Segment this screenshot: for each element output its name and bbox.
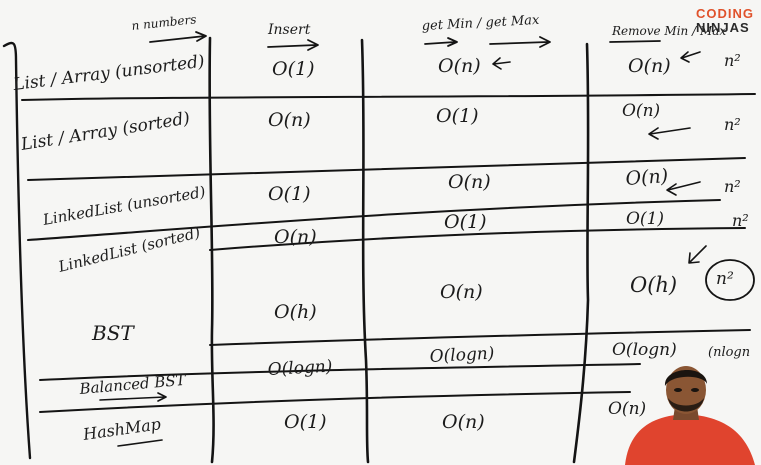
column-divider-2 — [360, 38, 370, 464]
presenter-figure — [625, 366, 755, 465]
remove-header: Remove Min / Max — [611, 24, 726, 38]
brand-logo: CODING NINJAS — [696, 6, 758, 36]
arrow-getmax-icon — [489, 36, 551, 48]
remove-balanced-bst: O(logn) — [612, 340, 677, 360]
insert-list-sorted: O(n) — [268, 109, 311, 131]
row-divider-5 — [209, 329, 751, 346]
row-name-linkedlist-unsorted: LinkedList (unsorted) — [41, 183, 207, 230]
getmin-bst: O(n) — [440, 281, 483, 303]
row-name-balanced-bst: Balanced BST — [78, 371, 187, 398]
row-divider-2 — [27, 157, 746, 181]
row-divider-7 — [39, 391, 631, 413]
row-name-list-unsorted: List / Array (unsorted) — [11, 52, 206, 95]
insert-list-unsorted: O(1) — [272, 58, 315, 80]
insert-header: Insert — [267, 22, 311, 38]
column-divider-1 — [208, 36, 215, 464]
arrow-getmin-icon — [424, 37, 458, 47]
row-divider-3 — [27, 199, 721, 241]
arrow-remove-left-icon — [680, 51, 701, 63]
remove-list-unsorted: O(n) — [628, 55, 671, 77]
presenter-eye-left — [674, 388, 682, 392]
underline-hashmap — [117, 439, 163, 447]
presenter-hair — [664, 369, 707, 386]
arrow-remove-icon — [609, 40, 661, 43]
note-row-2: n² — [724, 115, 741, 134]
getmin-hashmap: O(n) — [442, 411, 485, 433]
row-divider-1 — [21, 93, 756, 101]
circle-annotation — [705, 259, 755, 301]
arrow-sorted-left-icon — [648, 127, 691, 140]
note-row-4: n² — [732, 211, 749, 230]
left-bracket — [2, 41, 32, 460]
column-divider-3 — [572, 42, 590, 464]
insert-hashmap: O(1) — [284, 411, 327, 433]
remove-hashmap: O(n) — [608, 399, 646, 419]
arrow-insert-icon — [267, 39, 319, 51]
underline-balanced-bst — [99, 392, 167, 402]
note-row-5: n² — [716, 269, 734, 289]
insert-balanced-bst: O(logn) — [267, 357, 333, 380]
note-row-3: n² — [724, 177, 741, 196]
presenter-eye-right — [691, 388, 699, 392]
getmin-linkedlist-unsorted: O(n) — [448, 171, 491, 193]
row-name-linkedlist-sorted: LinkedList (sorted) — [56, 223, 203, 276]
insert-bst: O(h) — [274, 301, 317, 323]
presenter-shirt — [625, 414, 755, 465]
remove-linkedlist-sorted: O(1) — [626, 209, 664, 229]
remove-list-sorted: O(n) — [622, 101, 660, 121]
logo-line-2: NINJAS — [696, 20, 750, 35]
row-name-hashmap: HashMap — [81, 414, 162, 444]
arrow-down-left-icon — [688, 245, 707, 264]
row-name-list-sorted: List / Array (sorted) — [19, 108, 192, 155]
row-divider-4 — [209, 227, 746, 251]
getmin-list-sorted: O(1) — [436, 105, 479, 127]
remove-bst: O(h) — [630, 273, 677, 297]
arrow-ll-left-icon — [666, 181, 701, 196]
presenter-beard — [668, 398, 704, 412]
getmin-list-unsorted: O(n) — [438, 55, 481, 77]
remove-linkedlist-unsorted: O(n) — [625, 165, 669, 190]
arrow-n-icon — [149, 31, 207, 43]
getmin-header: get Min / get Max — [421, 13, 540, 34]
logo-line-1: CODING — [696, 6, 754, 21]
note-row-6: (nlogn — [708, 345, 750, 360]
note-row-1: n² — [724, 51, 741, 70]
row-divider-6 — [39, 363, 641, 381]
insert-linkedlist-unsorted: O(1) — [268, 183, 311, 205]
getmin-balanced-bst: O(logn) — [429, 344, 495, 367]
row-name-bst: BST — [91, 321, 135, 345]
getmin-linkedlist-sorted: O(1) — [444, 211, 487, 233]
n-numbers-label: n numbers — [131, 12, 197, 33]
arrow-left-icon — [492, 57, 511, 70]
insert-linkedlist-sorted: O(n) — [274, 226, 317, 248]
